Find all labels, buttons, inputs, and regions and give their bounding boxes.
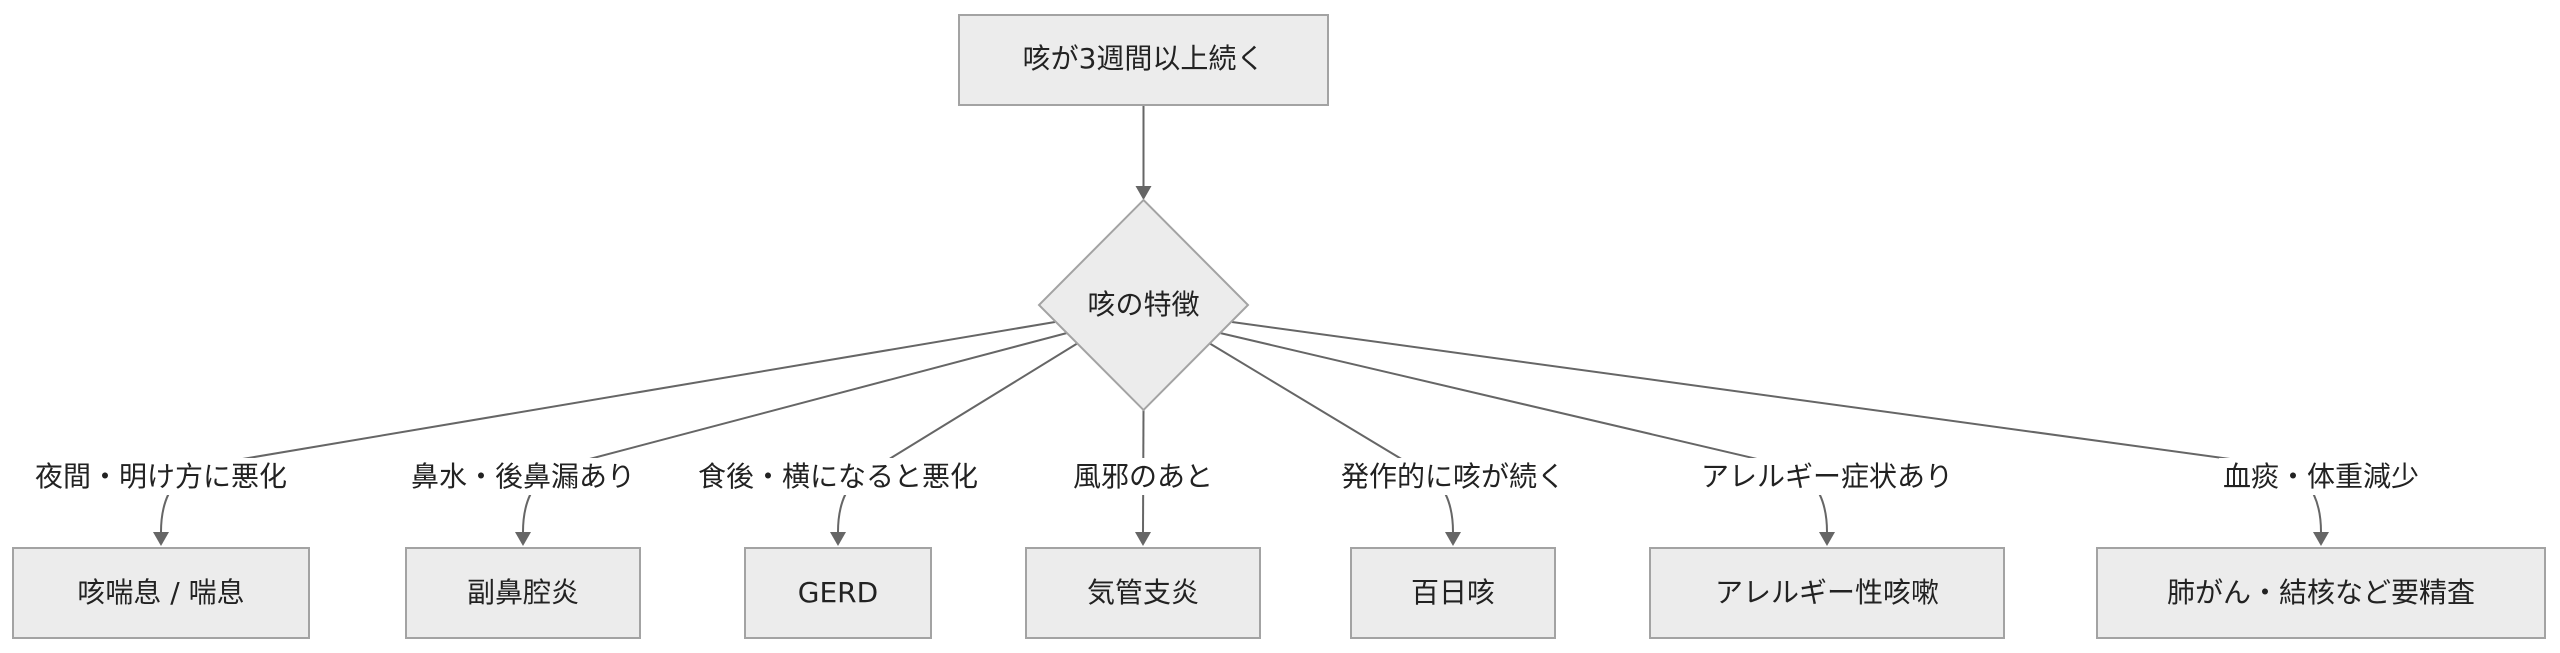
edge-label-5: 発作的に咳が続く <box>1341 460 1565 493</box>
result-node-7: 肺がん・結核など要精査 <box>2096 547 2546 639</box>
edge-label-bg-1 <box>30 458 292 495</box>
decision-node-diamond <box>1037 198 1250 412</box>
nodes-layer: 咳が3週間以上続く 咳の特徴 咳喘息 / 喘息 副鼻腔炎 GERD 気管支炎 百日咳 アレ… <box>12 14 2546 639</box>
edge-branch-3-arrowhead <box>830 532 846 546</box>
edge-branch-1 <box>160 321 1056 533</box>
edge-branch-4-arrowhead <box>1135 532 1151 546</box>
result-node-1: 咳喘息 / 喘息 <box>12 547 310 639</box>
edge-label-6: アレルギー症状あり <box>1701 460 1953 493</box>
edge-label-bg-2 <box>406 458 640 495</box>
result-node-box-6 <box>1649 547 2005 639</box>
edge-branch-7-arrowhead <box>2313 532 2329 546</box>
edge-branch-5 <box>1208 342 1454 533</box>
root-node-label: 咳が3週間以上続く <box>1023 42 1265 75</box>
edge-label-2: 鼻水・後鼻漏あり <box>411 460 635 493</box>
result-node-label-3: GERD <box>798 576 878 609</box>
edge-label-1: 夜間・明け方に悪化 <box>35 460 287 493</box>
edge-label-7: 血痰・体重減少 <box>2223 460 2419 493</box>
edge-label-bg-4 <box>1068 458 1218 495</box>
result-node-3: GERD <box>744 547 932 639</box>
edge-branch-3 <box>837 342 1079 533</box>
edge-label-bg-3 <box>693 458 983 495</box>
result-node-6: アレルギー性咳嗽 <box>1649 547 2005 639</box>
edge-root-to-decision-arrowhead <box>1135 186 1152 200</box>
result-node-box-1 <box>12 547 310 639</box>
result-node-box-5 <box>1350 547 1556 639</box>
root-node: 咳が3週間以上続く <box>958 14 1329 106</box>
decision-node: 咳の特徴 <box>1037 198 1250 412</box>
result-node-box-4 <box>1025 547 1261 639</box>
edge-labels-layer: 夜間・明け方に悪化 鼻水・後鼻漏あり 食後・横になると悪化 風邪のあと 発作的に咳が続く… <box>30 458 2424 495</box>
edge-branch-1-arrowhead <box>153 532 169 546</box>
result-node-label-6: アレルギー性咳嗽 <box>1715 576 1939 609</box>
edge-label-bg-5 <box>1336 458 1570 495</box>
edge-branch-5-arrowhead <box>1445 532 1461 546</box>
edge-label-bg-7 <box>2218 458 2424 495</box>
result-node-label-2: 副鼻腔炎 <box>467 576 579 609</box>
edge-label-4: 風邪のあと <box>1073 460 1213 493</box>
result-node-label-1: 咳喘息 / 喘息 <box>77 576 244 609</box>
result-node-box-2 <box>405 547 641 639</box>
decision-node-label: 咳の特徴 <box>1087 288 1199 321</box>
result-node-4: 気管支炎 <box>1025 547 1261 639</box>
result-node-box-7 <box>2096 547 2546 639</box>
branch-nodes: 咳喘息 / 喘息 副鼻腔炎 GERD 気管支炎 百日咳 アレルギー性咳嗽 肺がん・結核など要… <box>12 547 2546 639</box>
edge-label-bg-6 <box>1696 458 1958 495</box>
edge-branch-6-arrowhead <box>1819 532 1835 546</box>
result-node-2: 副鼻腔炎 <box>405 547 641 639</box>
root-node-box <box>958 14 1329 106</box>
result-node-label-7: 肺がん・結核など要精査 <box>2167 576 2475 609</box>
edge-branch-2-arrowhead <box>515 532 531 546</box>
result-node-label-5: 百日咳 <box>1411 576 1495 609</box>
edge-label-3: 食後・横になると悪化 <box>698 460 978 493</box>
edge-branch-7 <box>1231 321 2322 533</box>
edge-branch-2 <box>522 332 1068 533</box>
result-node-5: 百日咳 <box>1350 547 1556 639</box>
result-node-label-4: 気管支炎 <box>1087 576 1199 609</box>
result-node-box-3 <box>744 547 932 639</box>
